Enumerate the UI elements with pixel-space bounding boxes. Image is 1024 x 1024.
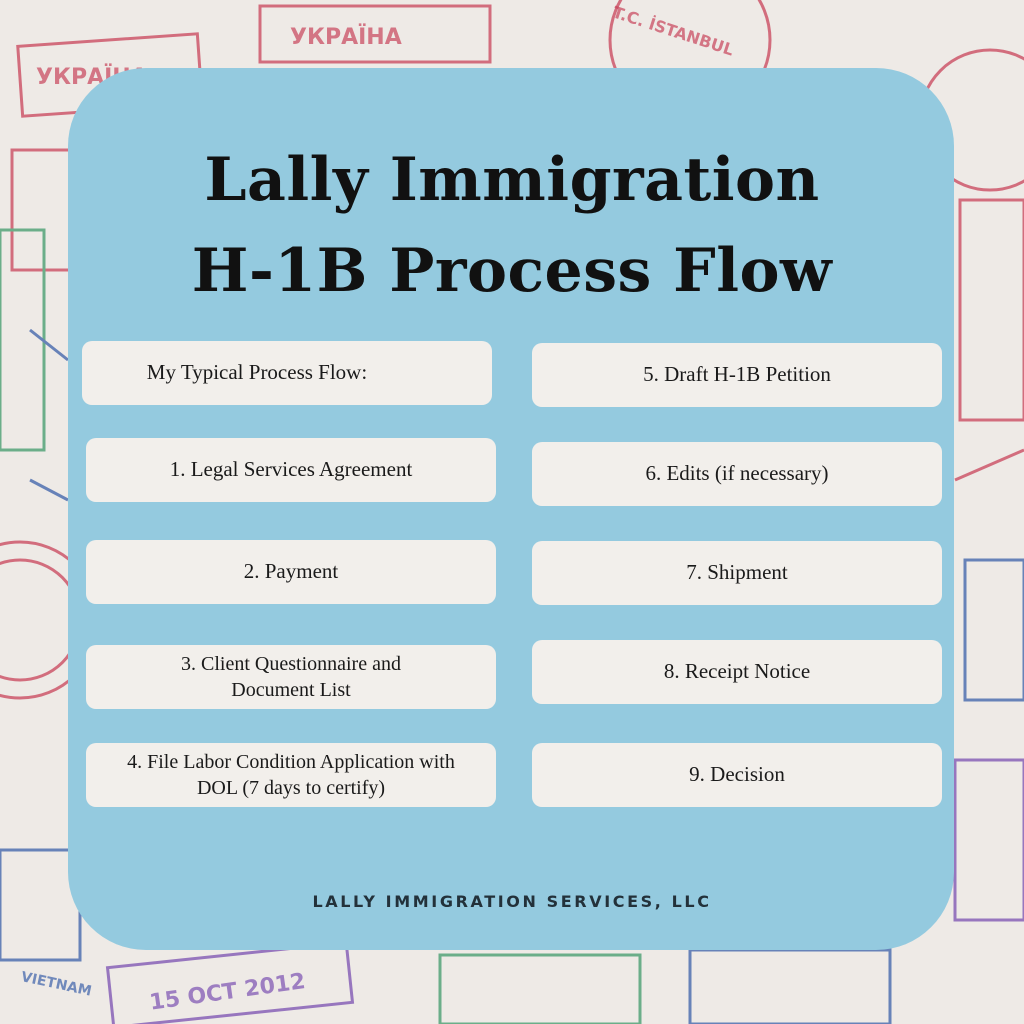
process-step-8: 8. Receipt Notice	[532, 640, 942, 704]
stamp-frame	[953, 758, 1024, 922]
process-step-label: 7. Shipment	[686, 560, 788, 585]
process-step-label: 8. Receipt Notice	[663, 659, 811, 684]
stamp-frame	[258, 4, 492, 64]
process-step-label: 6. Edits (if necessary)	[645, 461, 829, 486]
process-step-3: 3. Client Questionnaire and Document Lis…	[86, 645, 496, 709]
process-step-label: My Typical Process Flow:	[146, 360, 368, 385]
page-subtitle: H-1B Process Flow	[191, 236, 833, 306]
stamp-text: УКРАЇНА	[290, 24, 402, 50]
process-flow-header: My Typical Process Flow:	[82, 341, 492, 405]
process-step-label: 9. Decision	[689, 762, 785, 787]
process-step-4: 4. File Labor Condition Application with…	[86, 743, 496, 807]
process-step-7: 7. Shipment	[532, 541, 942, 605]
stamp-frame	[958, 198, 1024, 422]
stamp-frame	[105, 940, 355, 1024]
stamp-text: VIETNAM	[20, 969, 93, 1000]
process-step-label: 3. Client Questionnaire and Document Lis…	[181, 653, 401, 701]
stamp-text: T.C. İSTANBUL	[610, 2, 736, 59]
footer-company-name: LALLY IMMIGRATION SERVICES, LLC	[312, 892, 712, 911]
process-step-label: 1. Legal Services Agreement	[169, 457, 413, 482]
process-step-label: 4. File Labor Condition Application with…	[127, 751, 455, 799]
stamp-frame	[438, 953, 642, 1024]
page-title: Lally Immigration	[204, 145, 820, 215]
process-step-1: 1. Legal Services Agreement	[86, 438, 496, 502]
process-step-2: 2. Payment	[86, 540, 496, 604]
process-step-9: 9. Decision	[532, 743, 942, 807]
process-step-5: 5. Draft H-1B Petition	[532, 343, 942, 407]
stamp-frame	[688, 948, 892, 1024]
process-step-label: 5. Draft H-1B Petition	[643, 362, 831, 387]
process-step-6: 6. Edits (if necessary)	[532, 442, 942, 506]
stamp-frame	[963, 558, 1024, 702]
process-step-label: 2. Payment	[243, 559, 339, 584]
